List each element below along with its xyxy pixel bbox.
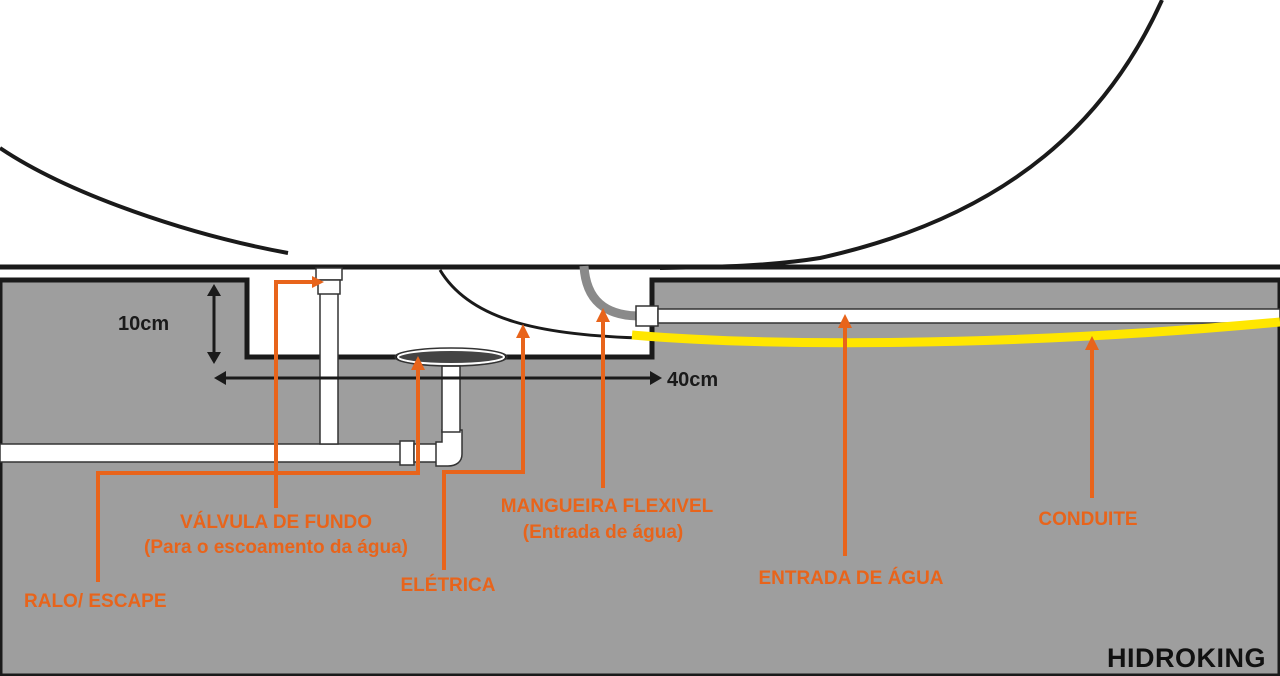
hose-connector (635, 305, 659, 327)
flexible-hose (579, 265, 641, 321)
label-valvula-note: (Para o escoamento da água) (144, 537, 408, 558)
valve-vertical-pipe (319, 291, 339, 445)
depth-dimension-label: 10cm (118, 313, 169, 335)
drain-pipe (0, 443, 403, 463)
label-mangueira-note: (Entrada de água) (523, 522, 683, 543)
width-dimension-label: 40cm (667, 369, 718, 391)
leader-arrowheads (312, 276, 1099, 370)
label-conduite: CONDUITE (1038, 509, 1137, 530)
label-ralo-escape: RALO/ ESCAPE (24, 591, 167, 612)
leader-valvula (274, 280, 316, 508)
label-valvula-de-fundo: VÁLVULA DE FUNDO (180, 511, 372, 533)
depth-dimension-arrow (207, 284, 221, 364)
label-mangueira-flexivel: MANGUEIRA FLEXIVEL (501, 496, 714, 517)
tub-bottom-bulge (438, 269, 641, 340)
bottom-valve-neck (317, 279, 341, 295)
width-dimension-arrow (214, 371, 662, 385)
leader-ralo (96, 366, 420, 582)
floor-drain-pipe (441, 365, 461, 433)
leader-eletrica (442, 334, 525, 570)
floor-drain-rim (394, 347, 508, 367)
tub-shell-left (0, 146, 289, 255)
label-entrada-de-agua: ENTRADA DE ÁGUA (758, 567, 943, 589)
bottom-valve (315, 267, 343, 281)
water-inlet-pipe (657, 308, 1280, 324)
tub-shell-right (659, 0, 1164, 270)
leader-lines (96, 280, 1094, 582)
brand-logo: HIDROKING (1107, 643, 1266, 673)
drain-pipe-coupling (399, 440, 415, 466)
floor-drain-grate (397, 349, 505, 365)
label-eletrica: ELÉTRICA (401, 574, 496, 596)
electrical-conduit (631, 317, 1280, 348)
